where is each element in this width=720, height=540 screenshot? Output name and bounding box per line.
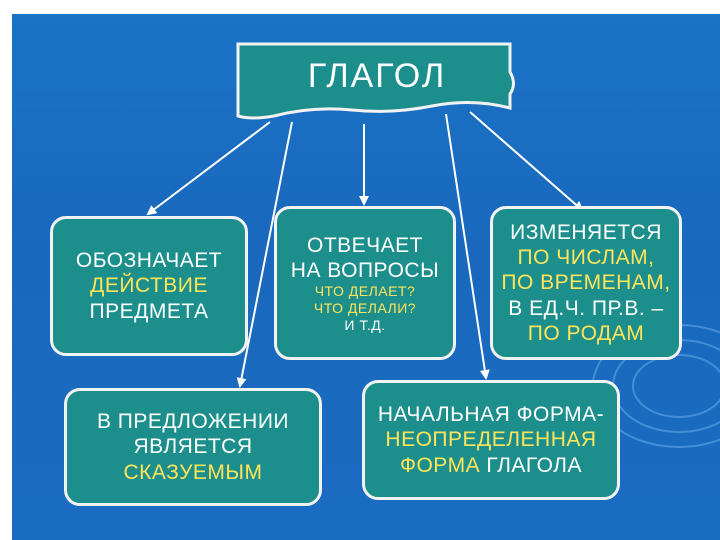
box-questions-line2: НА ВОПРОСЫ [290,258,440,282]
diagram-title: ГЛАГОЛ [307,56,447,95]
box-initial-form-line3-rest: ГЛАГОЛА [480,453,582,477]
slide-background: ГЛАГОЛ ОБОЗНАЧАЕТ ДЕЙСТВИЕ ПРЕДМЕТА ОТВЕ… [12,14,720,540]
box-questions-line1: ОТВЕЧАЕТ [306,233,423,257]
arrow-to-initial-form [445,113,490,380]
arrow-to-meaning [146,121,271,216]
title-banner [236,42,515,120]
box-initial-form: НАЧАЛЬНАЯ ФОРМА- НЕОПРЕДЕЛЕННАЯ ФОРМА ГЛ… [362,380,620,500]
box-meaning-line3: ПРЕДМЕТА [89,299,209,323]
box-changes-line4: В ЕД.Ч. ПР.В. – [508,296,664,320]
arrow-to-sentence [236,121,293,388]
box-questions-line5: И Т.Д. [344,316,386,333]
box-meaning-line2: ДЕЙСТВИЕ [90,274,208,298]
box-changes: ИЗМЕНЯЕТСЯ ПО ЧИСЛАМ, ПО ВРЕМЕНАМ, В ЕД.… [490,206,682,360]
box-questions-line4: ЧТО ДЕЛАЛИ? [313,299,417,316]
box-changes-line2: ПО ЧИСЛАМ, [517,246,655,270]
box-changes-line5: ПО РОДАМ [527,321,645,345]
box-sentence-line3: СКАЗУЕМЫМ [123,460,263,484]
arrow-to-changes [469,111,584,212]
box-sentence: В ПРЕДЛОЖЕНИИ ЯВЛЯЕТСЯ СКАЗУЕМЫМ [64,388,322,506]
box-initial-form-line3-highlight: ФОРМА [400,453,481,477]
box-meaning: ОБОЗНАЧАЕТ ДЕЙСТВИЕ ПРЕДМЕТА [50,216,248,356]
box-initial-form-line2: НЕОПРЕДЕЛЕННАЯ [385,428,597,452]
box-initial-form-line1: НАЧАЛЬНАЯ ФОРМА- [377,403,605,427]
box-sentence-line1: В ПРЕДЛОЖЕНИИ [96,410,290,434]
box-initial-form-line3: ФОРМА ГЛАГОЛА [400,453,582,478]
box-meaning-line1: ОБОЗНАЧАЕТ [75,249,223,273]
connector-arrows [146,111,584,388]
box-changes-line1: ИЗМЕНЯЕТСЯ [510,221,662,245]
box-questions: ОТВЕЧАЕТ НА ВОПРОСЫ ЧТО ДЕЛАЕТ? ЧТО ДЕЛА… [274,206,456,360]
box-questions-line3: ЧТО ДЕЛАЕТ? [314,282,416,299]
box-changes-line3: ПО ВРЕМЕНАМ, [501,271,671,295]
box-sentence-line2: ЯВЛЯЕТСЯ [133,435,253,459]
